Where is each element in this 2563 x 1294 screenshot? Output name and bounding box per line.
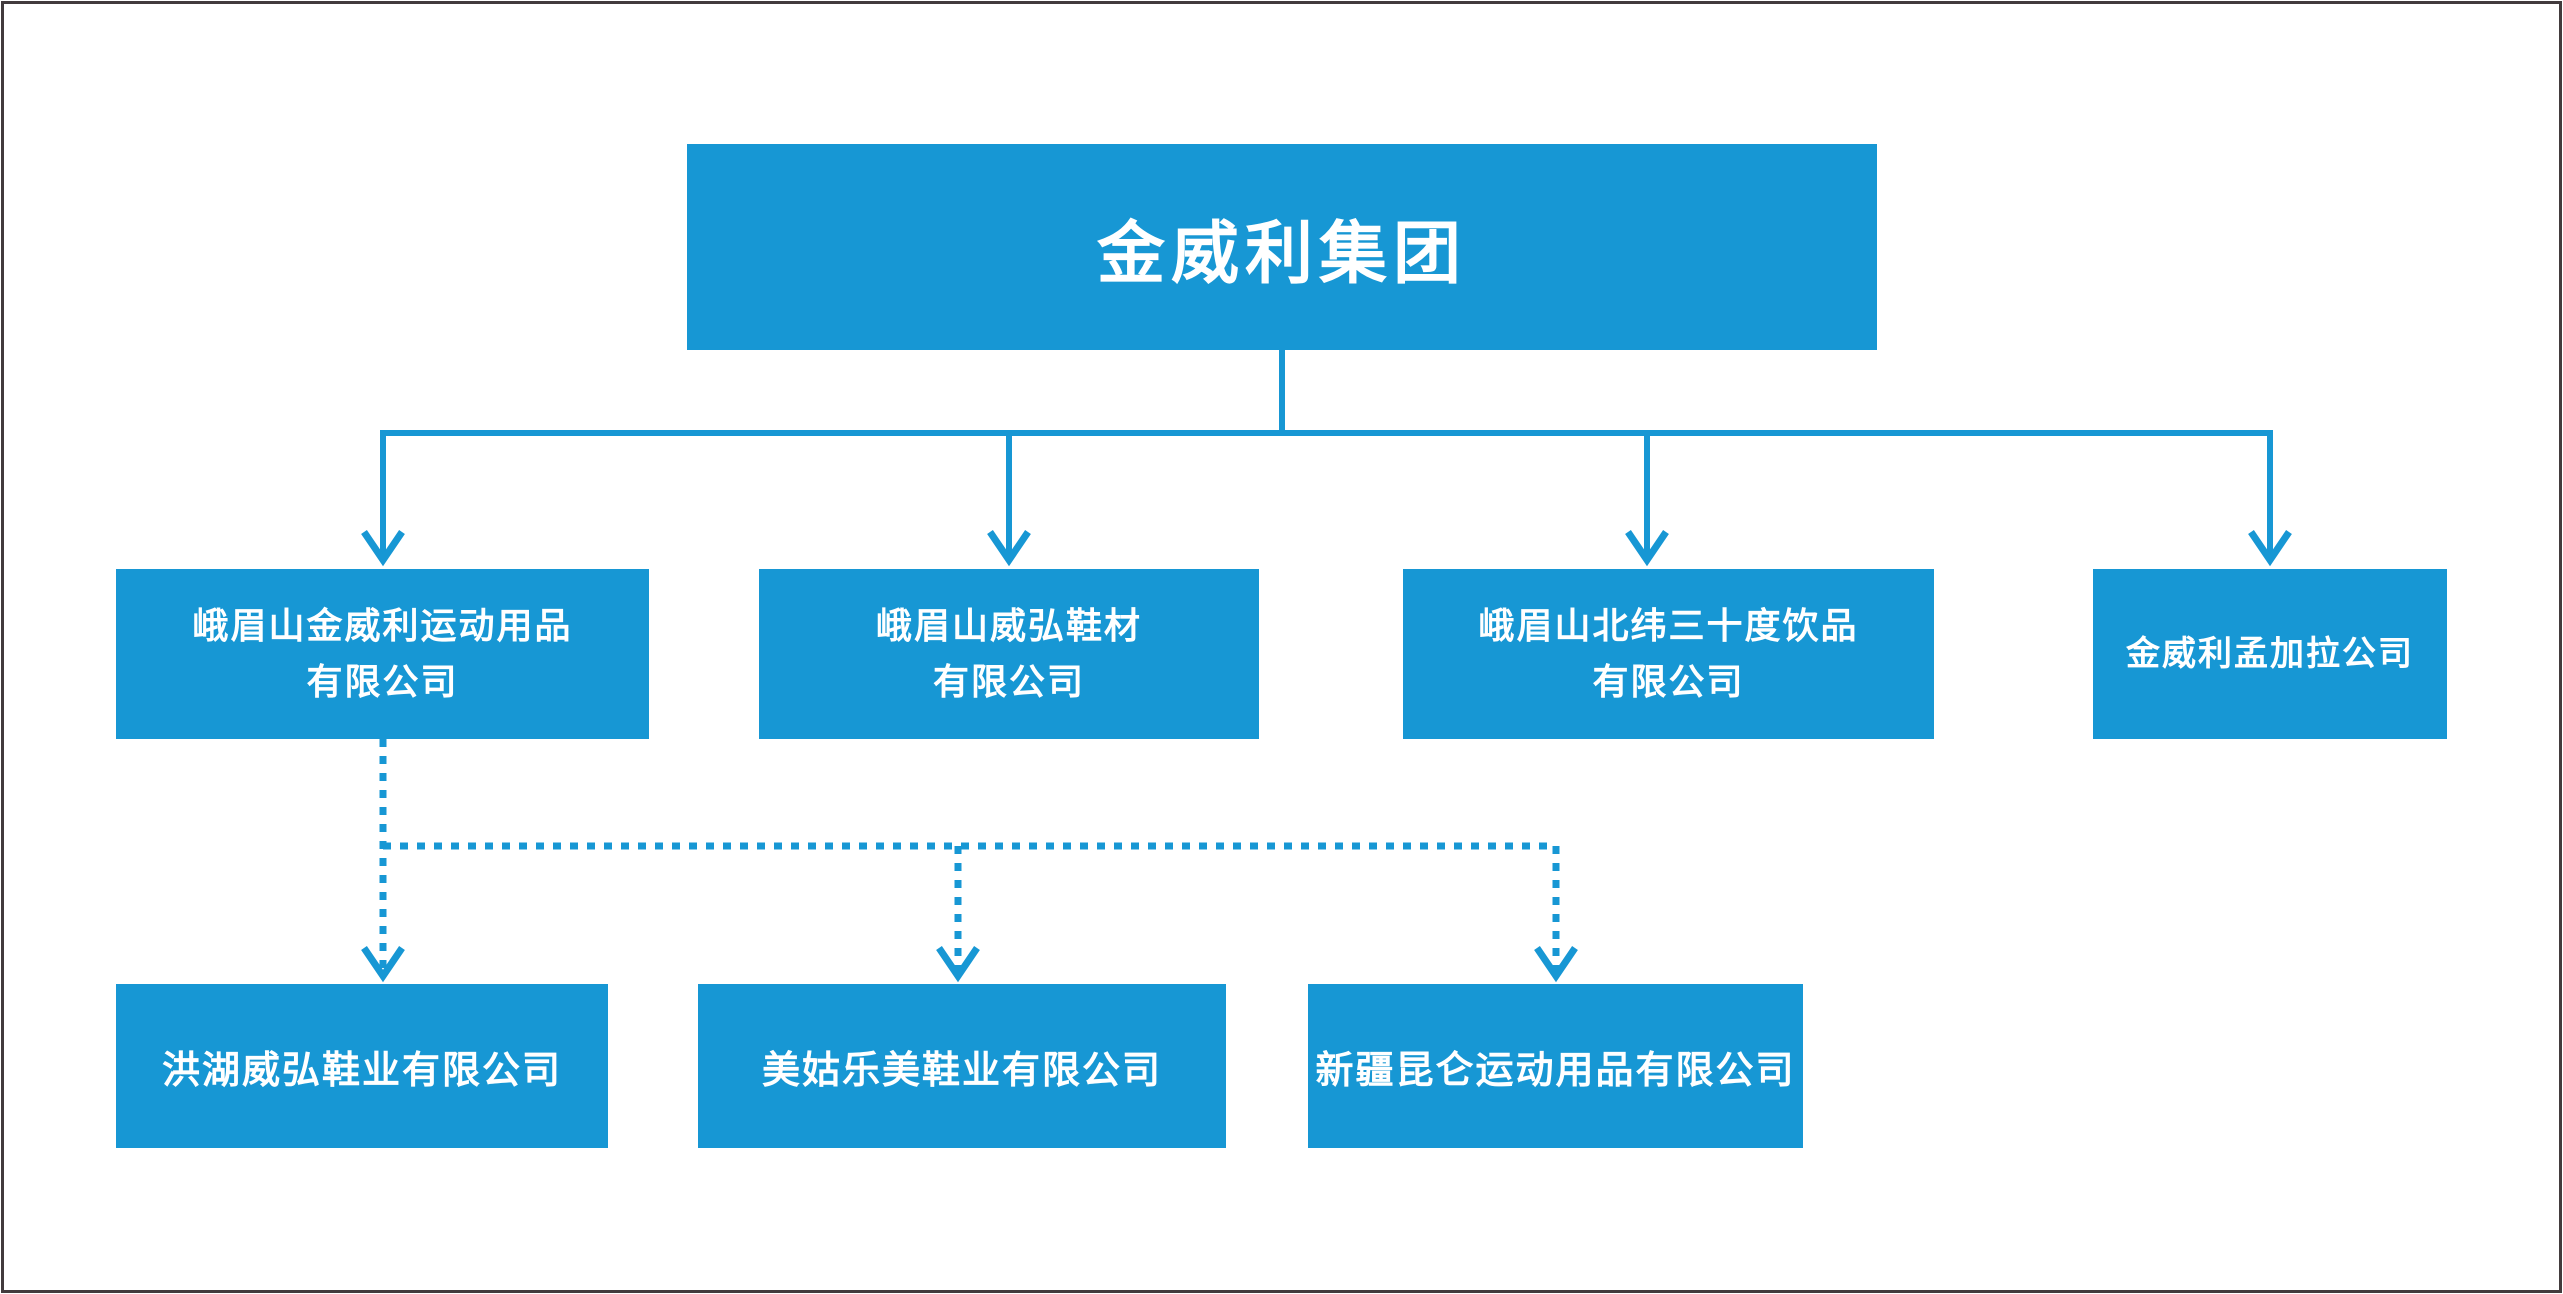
- arrowhead-subsidiary-1: [361, 530, 405, 567]
- arrowhead-subsidiary-4: [2248, 530, 2292, 567]
- org-node-subsidiary-3-label: 峨眉山北纬三十度饮品 有限公司: [1478, 605, 1859, 702]
- org-node-subsubsidiary-1-label: 洪湖威弘鞋业有限公司: [161, 1049, 562, 1092]
- org-node-subsidiary-4: 金威利孟加拉公司: [2093, 569, 2447, 739]
- arrowhead-subsub-2: [936, 946, 980, 983]
- org-node-subsubsidiary-2: 美姑乐美鞋业有限公司: [698, 984, 1226, 1148]
- arrowhead-subsidiary-2: [987, 530, 1031, 567]
- org-node-root: 金威利集团: [687, 144, 1877, 350]
- org-node-subsidiary-2: 峨眉山威弘鞋材 有限公司: [759, 569, 1259, 739]
- org-node-subsubsidiary-1: 洪湖威弘鞋业有限公司: [116, 984, 608, 1148]
- org-node-subsidiary-4-label: 金威利孟加拉公司: [2126, 635, 2414, 673]
- arrowhead-subsub-1: [361, 946, 405, 983]
- arrowhead-subsub-3: [1534, 946, 1578, 983]
- arrowhead-subsidiary-3: [1625, 530, 1669, 567]
- org-node-subsubsidiary-2-label: 美姑乐美鞋业有限公司: [761, 1049, 1162, 1092]
- org-node-subsidiary-3: 峨眉山北纬三十度饮品 有限公司: [1403, 569, 1934, 739]
- org-node-subsidiary-1-label: 峨眉山金威利运动用品 有限公司: [192, 605, 573, 702]
- org-node-subsubsidiary-3: 新疆昆仑运动用品有限公司: [1308, 984, 1803, 1148]
- org-node-root-label: 金威利集团: [1096, 215, 1467, 292]
- org-node-subsidiary-1: 峨眉山金威利运动用品 有限公司: [116, 569, 649, 739]
- org-node-subsubsidiary-3-label: 新疆昆仑运动用品有限公司: [1315, 1049, 1796, 1092]
- org-node-subsidiary-2-label: 峨眉山威弘鞋材 有限公司: [875, 605, 1142, 702]
